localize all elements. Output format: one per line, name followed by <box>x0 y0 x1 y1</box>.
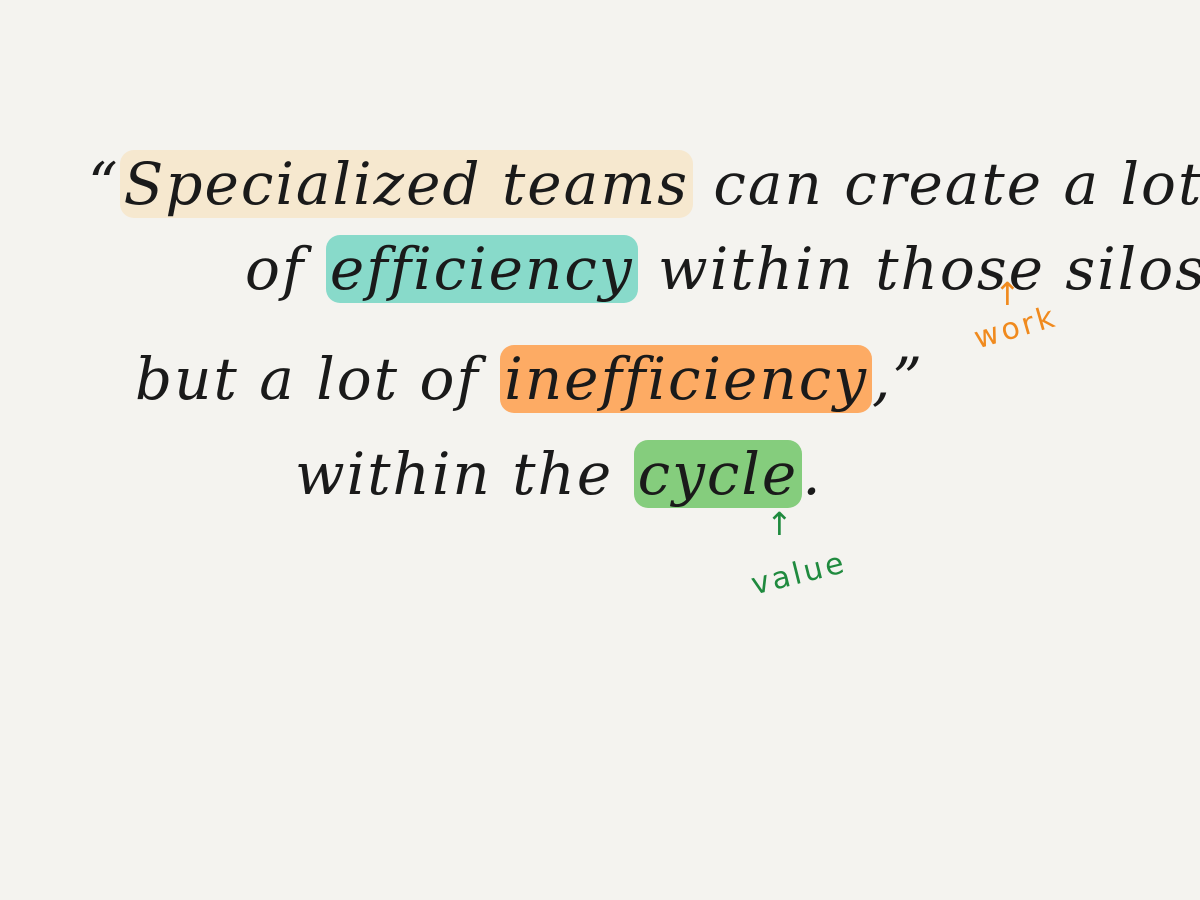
quote-line-2-prefix: of <box>245 235 326 303</box>
value-arrow-up-icon: ↑ <box>766 505 793 543</box>
quote-line-4-prefix: within the <box>295 440 634 508</box>
quote-line-3-prefix: but a lot of <box>135 345 501 413</box>
highlight-efficiency: efficiency <box>325 235 638 303</box>
quote-line-2: of efficiency within those silos <box>245 235 1200 303</box>
quote-line-4-end: . <box>802 440 823 508</box>
close-quote-mark: ,” <box>871 345 925 413</box>
work-arrow-up-icon: ↑ <box>994 275 1021 313</box>
quote-line-3: but a lot of inefficiency,” <box>135 345 924 413</box>
highlight-inefficiency: inefficiency <box>500 345 872 413</box>
quote-line-1-text: can create a lot <box>692 150 1200 218</box>
quote-line-1: “Specialized teams can create a lot <box>88 150 1200 218</box>
quote-line-4: within the cycle. <box>295 440 823 508</box>
highlight-specialized-teams: Specialized teams <box>119 150 693 218</box>
open-quote-mark: “ <box>88 150 120 218</box>
highlight-cycle: cycle <box>633 440 803 508</box>
quote-line-2-text: within those silos <box>637 235 1200 303</box>
annotation-value: value <box>747 545 851 603</box>
